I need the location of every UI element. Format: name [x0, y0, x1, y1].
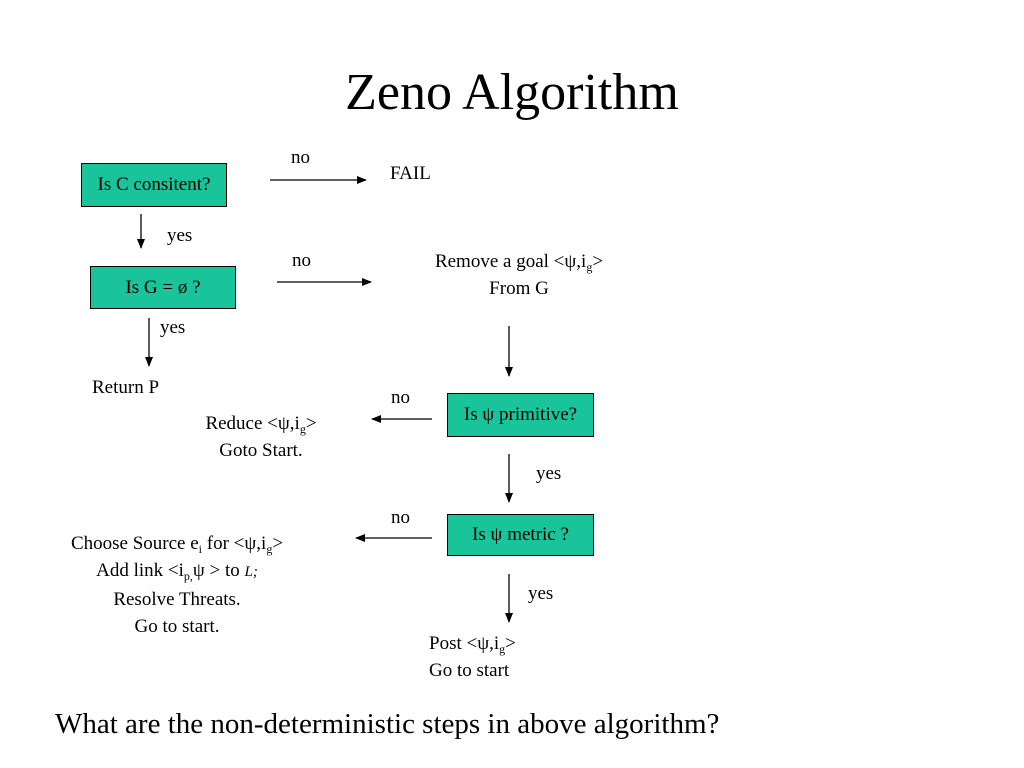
discussion-question: What are the non-deterministic steps in …: [55, 708, 720, 740]
outcome-remove-goal: Remove a goal <ψ,ig> From G: [410, 248, 628, 302]
label-no: no: [292, 250, 311, 271]
post-line2: Go to start: [429, 660, 510, 681]
label-yes: yes: [536, 463, 562, 484]
label-no: no: [391, 387, 410, 408]
label-yes: yes: [167, 225, 193, 246]
label-no: no: [391, 507, 410, 528]
decision-box-metric: Is ψ metric ?: [447, 514, 594, 556]
outcome-fail: FAIL: [390, 163, 431, 184]
remove-line1: Remove a goal <ψ,ig>: [434, 251, 604, 274]
outcome-post: Post <ψ,ig> Go to start: [429, 630, 516, 684]
slide-title: Zeno Algorithm: [345, 64, 679, 121]
reduce-line2: Goto Start.: [219, 440, 303, 461]
decision-box-g-empty: Is G = ø ?: [90, 266, 236, 309]
outcome-reduce: Reduce <ψ,ig> Goto Start.: [176, 410, 346, 464]
label-yes: yes: [160, 317, 186, 338]
choose-line4: Go to start.: [134, 616, 220, 637]
remove-line2: From G: [489, 278, 549, 299]
outcome-choose-source: Choose Source ei for <ψ,ig> Add link <ip…: [40, 530, 314, 640]
reduce-line1: Reduce <ψ,ig>: [205, 413, 317, 436]
label-yes: yes: [528, 583, 554, 604]
label-no: no: [291, 147, 310, 168]
outcome-return-p: Return P: [92, 377, 160, 398]
choose-line2: Add link <ip,ψ > to L;: [96, 560, 258, 583]
choose-line1: Choose Source ei for <ψ,ig>: [70, 533, 284, 556]
decision-box-primitive: Is ψ primitive?: [447, 393, 594, 437]
decision-box-consistent: Is C consitent?: [81, 163, 227, 207]
choose-line3: Resolve Threats.: [113, 589, 241, 610]
post-line1: Post <ψ,ig>: [429, 633, 516, 656]
